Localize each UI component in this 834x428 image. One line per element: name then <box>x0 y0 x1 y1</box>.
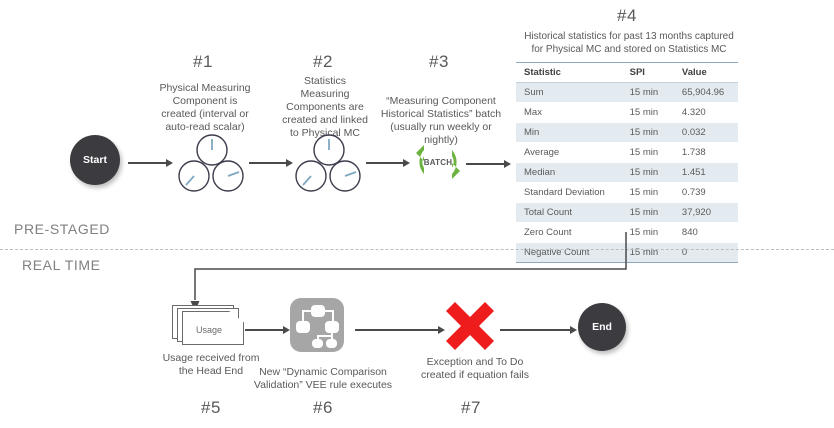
end-node-label: End <box>592 321 612 333</box>
usage-doc-label: Usage <box>196 325 223 335</box>
arrow-mc-to-statistics-mc <box>249 159 293 167</box>
caption-step-7: Exception and To Do created if equation … <box>421 356 529 381</box>
end-node[interactable]: End <box>578 303 626 351</box>
vee-link-3 <box>324 310 333 312</box>
vee-node-bottom-right <box>326 339 337 348</box>
column-header-statistic: Statistic <box>516 62 622 83</box>
vee-link-6 <box>317 335 333 337</box>
usage-document-stack[interactable]: Usage <box>172 305 252 349</box>
table-cell-spi: 15 min <box>621 202 674 223</box>
table-cell-statistic: Standard Deviation <box>516 182 622 203</box>
table-cell-statistic: Max <box>516 102 622 123</box>
swimlane-divider <box>0 249 834 250</box>
step-number-5: #5 <box>201 398 221 417</box>
table-cell-statistic: Negative Count <box>516 242 622 263</box>
statistics-table-block: Historical statistics for past 13 months… <box>516 30 742 263</box>
table-cell-value: 1.738 <box>673 142 738 163</box>
measuring-component-cluster-2[interactable] <box>293 133 365 195</box>
step-number-2: #2 <box>313 52 333 71</box>
measuring-component-cluster-1[interactable] <box>176 133 248 195</box>
vee-link-4 <box>332 310 334 322</box>
clock-cluster-icon <box>295 134 361 192</box>
usage-doc-front <box>182 311 244 345</box>
table-cell-value: 0 <box>673 242 738 263</box>
start-node[interactable]: Start <box>70 135 120 185</box>
lane-label-pre-staged: PRE-STAGED <box>14 221 110 237</box>
table-cell-spi: 15 min <box>621 222 674 243</box>
arrow-batch-to-statistics-table <box>466 160 511 168</box>
vee-node-right <box>325 321 339 333</box>
step-number-4: #4 <box>617 6 637 25</box>
vee-link-2 <box>302 310 304 322</box>
lane-label-real-time: REAL TIME <box>22 257 101 273</box>
hierarchy-nodes-icon <box>290 298 344 352</box>
exception-node[interactable] <box>446 302 494 350</box>
statistics-table-title: Historical statistics for past 13 months… <box>516 30 742 56</box>
vee-node-bottom-left <box>312 339 323 348</box>
table-cell-value: 840 <box>673 222 738 243</box>
caption-step-1: Physical Measuring Component is created … <box>159 82 251 133</box>
table-cell-spi: 15 min <box>621 162 674 183</box>
vee-rule-node[interactable] <box>290 298 344 352</box>
step-number-1: #1 <box>193 52 213 71</box>
caption-step-5: Usage received from the Head End <box>162 352 260 377</box>
batch-node-label: BATCH <box>423 158 453 167</box>
table-cell-spi: 15 min <box>621 102 674 123</box>
column-header-spi: SPI <box>621 62 674 83</box>
vee-link-1 <box>303 310 312 312</box>
table-title-line-1: Historical statistics for past 13 months… <box>524 31 734 42</box>
table-cell-value: 0.739 <box>673 182 738 203</box>
step-number-3: #3 <box>429 52 449 71</box>
table-cell-value: 4.320 <box>673 102 738 123</box>
table-cell-spi: 15 min <box>621 82 674 103</box>
column-header-value: Value <box>673 62 738 83</box>
batch-process-node[interactable]: BATCH <box>412 136 464 188</box>
step-number-7: #7 <box>461 398 481 417</box>
table-cell-statistic: Median <box>516 162 622 183</box>
start-node-label: Start <box>83 154 107 166</box>
caption-step-2: Statistics Measuring Components are crea… <box>282 75 368 139</box>
table-cell-statistic: Total Count <box>516 202 622 223</box>
table-cell-value: 37,920 <box>673 202 738 223</box>
arrow-statistics-mc-to-batch <box>366 159 410 167</box>
caption-step-3: “Measuring Component Historical Statisti… <box>380 95 502 146</box>
table-cell-spi: 15 min <box>621 142 674 163</box>
table-header-row: Statistic SPI Value <box>516 62 738 83</box>
vee-link-7 <box>317 335 319 340</box>
table-title-line-2: for Physical MC and stored on Statistics… <box>531 44 727 55</box>
table-cell-spi: 15 min <box>621 122 674 143</box>
table-cell-statistic: Zero Count <box>516 222 622 243</box>
table-cell-value: 1.451 <box>673 162 738 183</box>
red-x-icon <box>446 302 494 350</box>
vee-node-left <box>296 321 310 333</box>
arrow-vee-rule-to-exception <box>355 326 445 334</box>
caption-step-6: New “Dynamic Comparison Validation” VEE … <box>253 366 393 391</box>
clock-cluster-icon <box>178 134 244 192</box>
table-cell-spi: 15 min <box>621 182 674 203</box>
table-cell-value: 0.032 <box>673 122 738 143</box>
table-cell-statistic: Min <box>516 122 622 143</box>
arrow-exception-to-end <box>500 326 577 334</box>
arrow-usage-to-vee-rule <box>245 326 290 334</box>
table-cell-spi: 15 min <box>621 242 674 263</box>
table-cell-value: 65,904.96 <box>673 82 738 103</box>
table-cell-statistic: Sum <box>516 82 622 103</box>
table-cell-statistic: Average <box>516 142 622 163</box>
step-number-6: #6 <box>313 398 333 417</box>
vee-node-top <box>311 305 325 317</box>
recycle-arrows-icon <box>416 145 460 179</box>
arrow-start-to-mc <box>128 159 173 167</box>
